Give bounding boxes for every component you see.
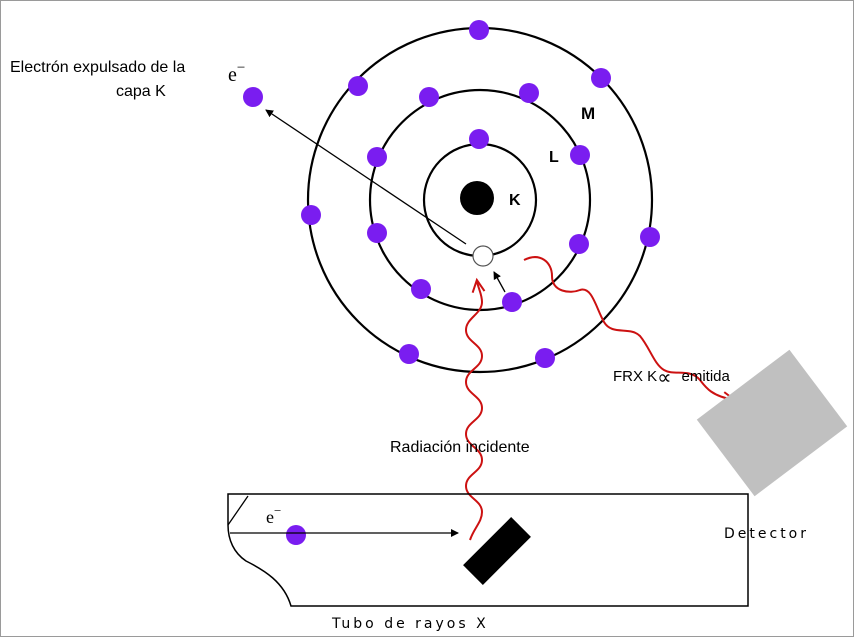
anode-target-icon	[463, 517, 531, 585]
nucleus-icon	[460, 181, 494, 215]
electron-l-icon	[570, 145, 590, 165]
electron-l-icon	[367, 147, 387, 167]
ejected-label-line2: capa K	[116, 83, 166, 100]
ejected-electron-icon	[243, 87, 263, 107]
incident-radiation-label: Radiación incidente	[390, 439, 530, 456]
detector-icon	[696, 349, 848, 497]
xray-tube-label: Tubo de rayos X	[331, 616, 489, 632]
electron-l-icon	[519, 83, 539, 103]
electron-m-icon	[469, 20, 489, 40]
electron-l-icon	[419, 87, 439, 107]
emitted-frx-wave	[523, 256, 738, 405]
electron-m-icon	[535, 348, 555, 368]
detector-label: Detector	[724, 526, 809, 542]
electron-l-icon	[569, 234, 589, 254]
electron-l-icon	[367, 223, 387, 243]
ejected-electron-symbol: e−	[228, 60, 245, 86]
vacancy-icon	[472, 245, 494, 267]
electron-m-icon	[399, 344, 419, 364]
ejected-label-line1: Electrón expulsado de la	[10, 59, 185, 76]
electron-l-icon	[502, 292, 522, 312]
electron-m-icon	[348, 76, 368, 96]
electron-l-icon	[411, 279, 431, 299]
electron-k-icon	[469, 129, 489, 149]
electron-m-icon	[640, 227, 660, 247]
incident-radiation-wave	[464, 277, 486, 541]
xray-tube-cathode-edge	[227, 495, 249, 526]
transition-arrow	[493, 271, 506, 293]
electron-m-icon	[301, 205, 321, 225]
xray-tube-outline	[227, 493, 749, 607]
shell-m-label: M	[581, 104, 595, 123]
shell-k-label: K	[509, 192, 521, 209]
shell-l-label: L	[549, 149, 559, 166]
ejection-arrow	[265, 109, 467, 245]
tube-electron-symbol: e−	[266, 503, 281, 527]
electron-m-icon	[591, 68, 611, 88]
frx-label: FRX K∝emitida	[613, 367, 730, 389]
tube-electron-icon	[286, 525, 306, 545]
